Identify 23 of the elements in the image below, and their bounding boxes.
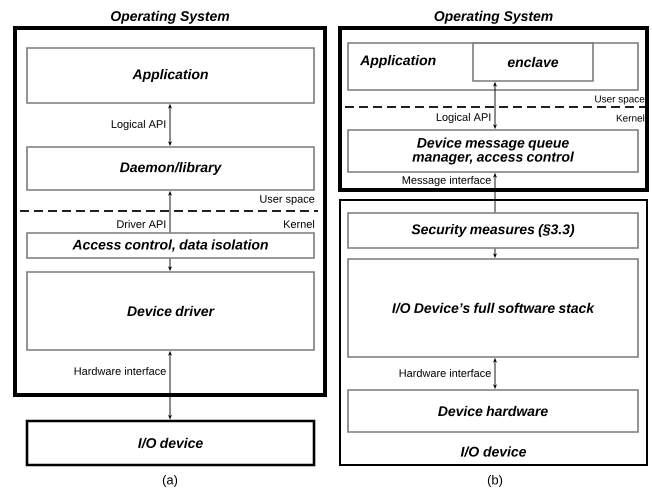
layer-box: Device driver (26, 271, 315, 351)
region-label: User space (260, 195, 314, 205)
layer-box: Device message queue manager, access control (347, 129, 639, 173)
edge-label: Hardware interface (400, 368, 491, 378)
edge-label: Logical API (436, 112, 490, 124)
caption: (b) (488, 474, 502, 488)
edge-label: Hardware interface (74, 366, 166, 376)
region-label: Kernel (616, 114, 644, 122)
device-box: I/O device (26, 420, 316, 466)
edge-label: Logical API (112, 120, 166, 130)
layer-box: Daemon/library (26, 146, 315, 191)
edge-label: Message interface (402, 176, 491, 186)
node-label: Operating System (434, 10, 553, 24)
edge-label: Driver API (117, 220, 166, 228)
layer-box: Application (26, 47, 315, 104)
node-label: Operating System (111, 10, 230, 24)
layer-box: I/O Device’s full software stack (347, 258, 639, 358)
layer-box: Device hardware (347, 389, 639, 433)
region-label: Kernel (284, 220, 314, 228)
layer-box: Access control, data isolation (26, 232, 315, 259)
region-label: User space (595, 96, 644, 104)
layer-box: enclave (472, 42, 594, 82)
layer-box: Security measures (§3.3) (347, 212, 639, 249)
